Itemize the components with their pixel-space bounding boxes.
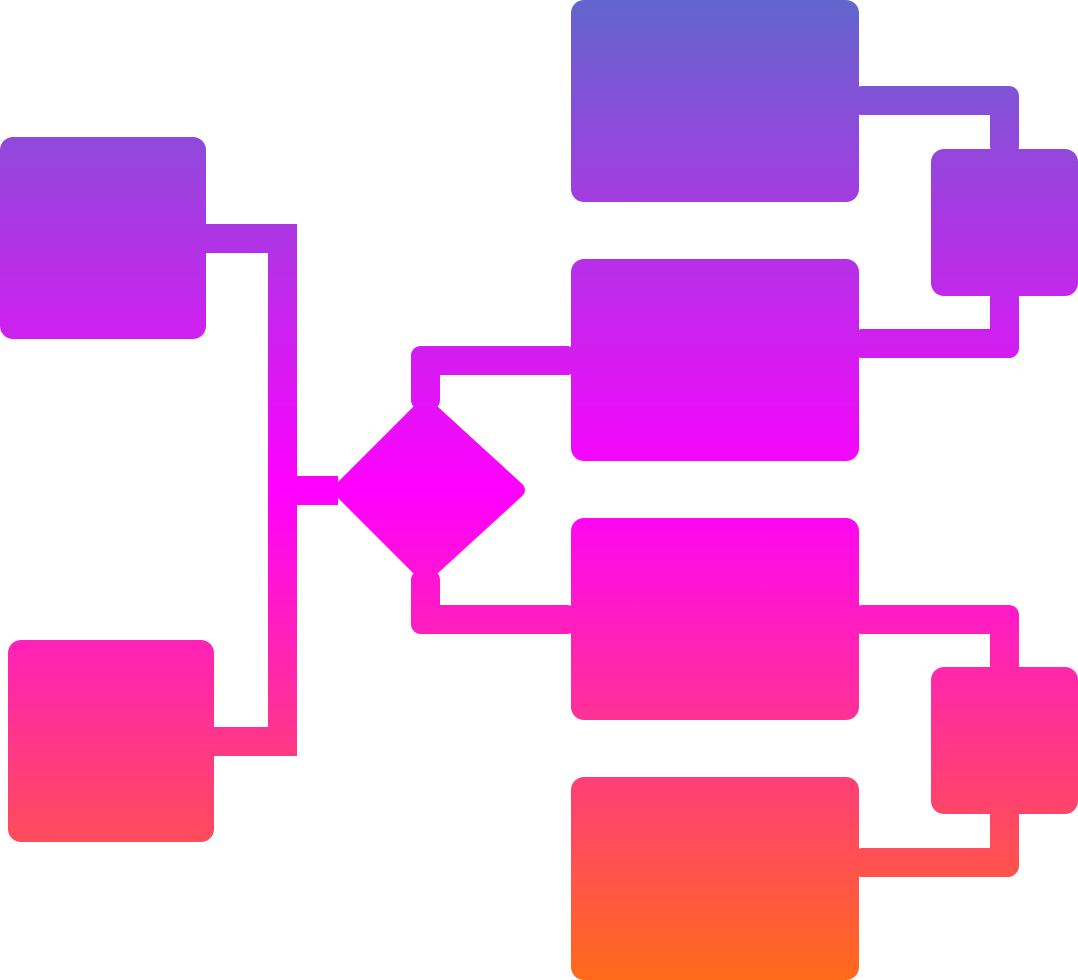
node-merge-bottom [931, 667, 1078, 814]
connector-branch-3-out [852, 605, 1018, 634]
connector-branch-1-out [852, 86, 1018, 115]
connector-merge-top-upper [990, 86, 1019, 156]
node-decision [330, 395, 525, 585]
connectors [200, 86, 1019, 877]
connector-decision-up-horizontal [411, 346, 577, 375]
node-branch-1 [571, 0, 859, 202]
node-merge-top [931, 149, 1078, 296]
connector-branch-2-out [852, 329, 1018, 358]
node-input-b [8, 640, 214, 842]
connector-decision-down-horizontal [411, 605, 577, 634]
node-branch-2 [571, 259, 859, 461]
node-branch-4 [571, 777, 859, 980]
connector-branch-4-out [852, 848, 1018, 877]
connector-trunk-to-decision [268, 476, 338, 505]
connector-input-b-horizontal [208, 727, 297, 756]
connector-merge-bottom-upper [990, 605, 1019, 675]
node-input-a [0, 137, 206, 339]
node-branch-3 [571, 518, 859, 720]
